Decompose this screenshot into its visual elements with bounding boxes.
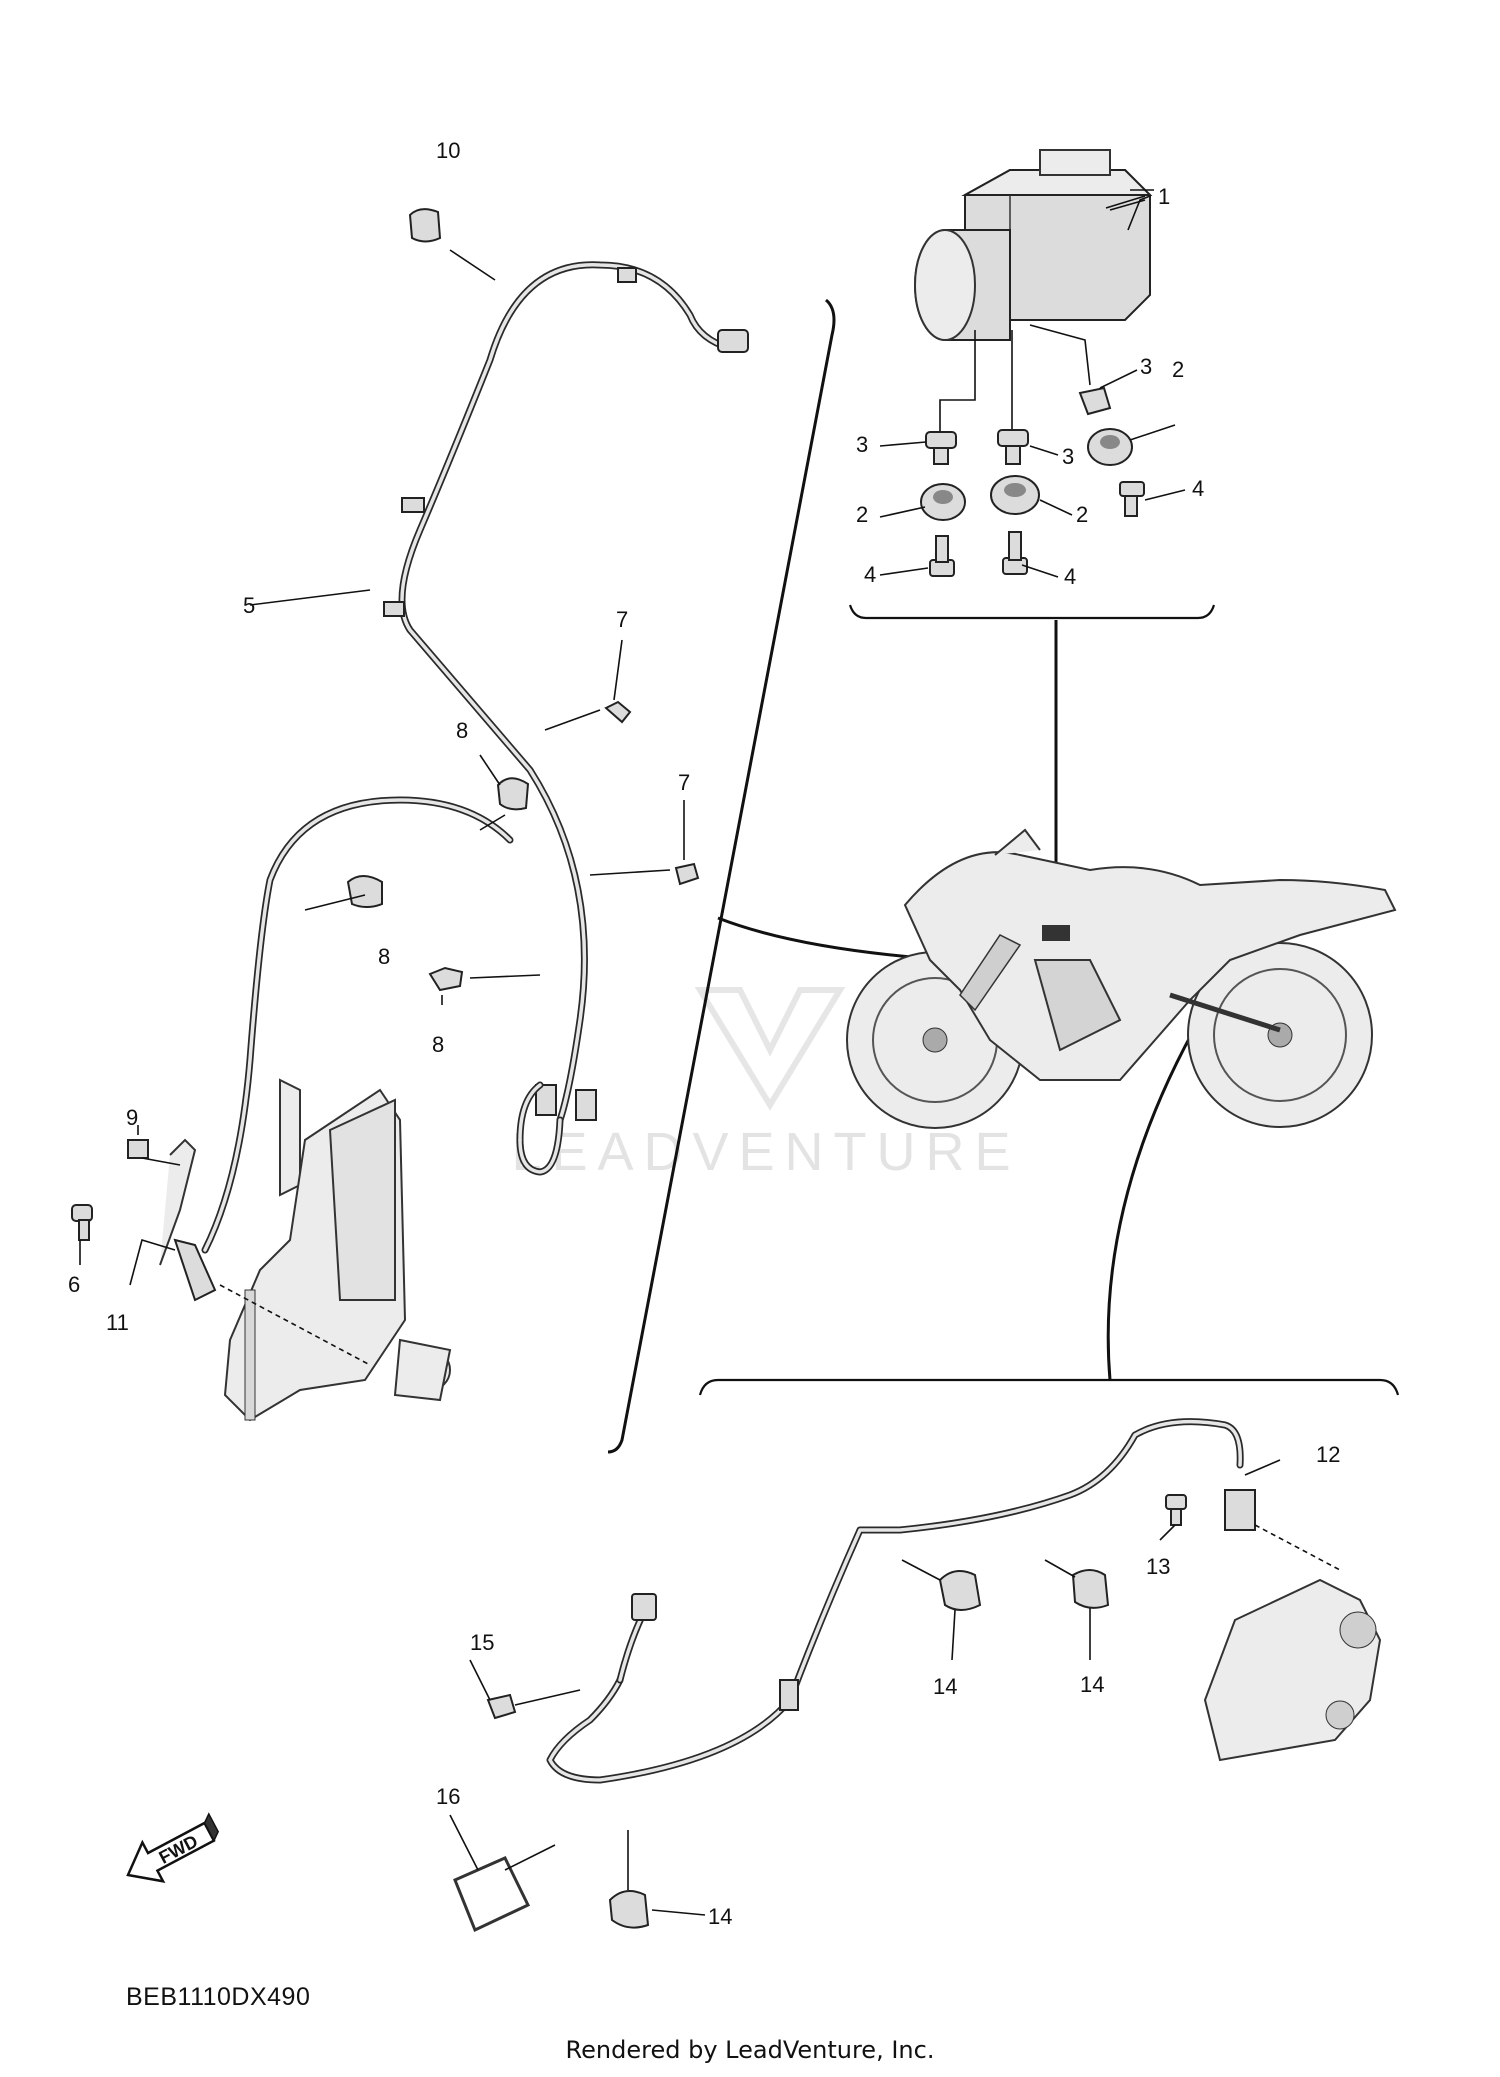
diagram-code: BEB1110DX490 (126, 1983, 310, 2011)
front-fork-assembly (223, 1078, 452, 1422)
callout-10: 10 (436, 138, 460, 163)
abs-group-bracket (848, 604, 1216, 620)
watermark-logo-icon (694, 987, 846, 1111)
callout-15: 15 (470, 1630, 494, 1655)
leader-line (1029, 324, 1091, 386)
motorcycle-illustration (846, 828, 1397, 1129)
leader-line (939, 330, 976, 432)
callout-1: 1 (1158, 184, 1170, 209)
watermark-text: LEADVENTURE (511, 1122, 1020, 1182)
callout-8: 8 (432, 1032, 444, 1057)
callout-4: 4 (864, 562, 876, 587)
callout-7: 7 (678, 770, 690, 795)
abs-mounting-hardware (920, 386, 1145, 577)
callout-14: 14 (1080, 1672, 1104, 1697)
callout-2: 2 (1076, 502, 1088, 527)
front-sensor-parts (71, 1138, 217, 1302)
callout-14: 14 (933, 1674, 957, 1699)
section-divider-line (607, 298, 836, 1454)
rear-caliper-bracket (1203, 1578, 1382, 1762)
callout-4: 4 (1192, 476, 1204, 501)
callout-8: 8 (378, 944, 390, 969)
callout-2: 2 (856, 502, 868, 527)
callout-4: 4 (1064, 564, 1076, 589)
callouts: 1 2 2 2 3 3 3 4 4 4 5 6 7 7 8 8 8 9 10 1… (68, 138, 1340, 1929)
cable-clamps (127, 208, 700, 1159)
callout-8: 8 (456, 718, 468, 743)
rear-sensor-parts (453, 1494, 1187, 1933)
leader-line (1127, 195, 1151, 231)
abs-hydraulic-unit (914, 149, 1153, 341)
callout-16: 16 (436, 1784, 460, 1809)
clamp-10 (408, 208, 442, 243)
callout-3: 3 (1062, 444, 1074, 469)
dashed-alignment-lines (219, 1284, 1341, 1571)
callout-9: 9 (126, 1105, 138, 1130)
callout-11: 11 (106, 1310, 129, 1335)
callout-14: 14 (708, 1904, 732, 1929)
callout-3: 3 (1140, 354, 1152, 379)
callout-6: 6 (68, 1272, 80, 1297)
rear-wheel-sensor-lead (546, 1418, 1256, 1784)
callout-7: 7 (616, 607, 628, 632)
callout-13: 13 (1146, 1554, 1170, 1579)
callout-3: 3 (856, 432, 868, 457)
watermark: LEADVENTURE (511, 987, 1020, 1182)
callout-5: 5 (243, 593, 255, 618)
front-wheel-sensor-lead (383, 261, 749, 1176)
callout-2: 2 (1172, 357, 1184, 382)
leader-lines (79, 199, 1281, 1916)
rear-location-arrow (1106, 1009, 1207, 1381)
callout-12: 12 (1316, 1442, 1340, 1467)
footer-credit: Rendered by LeadVenture, Inc. (566, 2036, 935, 2064)
front-sensor-harness (201, 796, 514, 1254)
fwd-direction-indicator: FWD (126, 1812, 220, 1883)
rear-group-bracket (698, 1378, 1400, 1396)
